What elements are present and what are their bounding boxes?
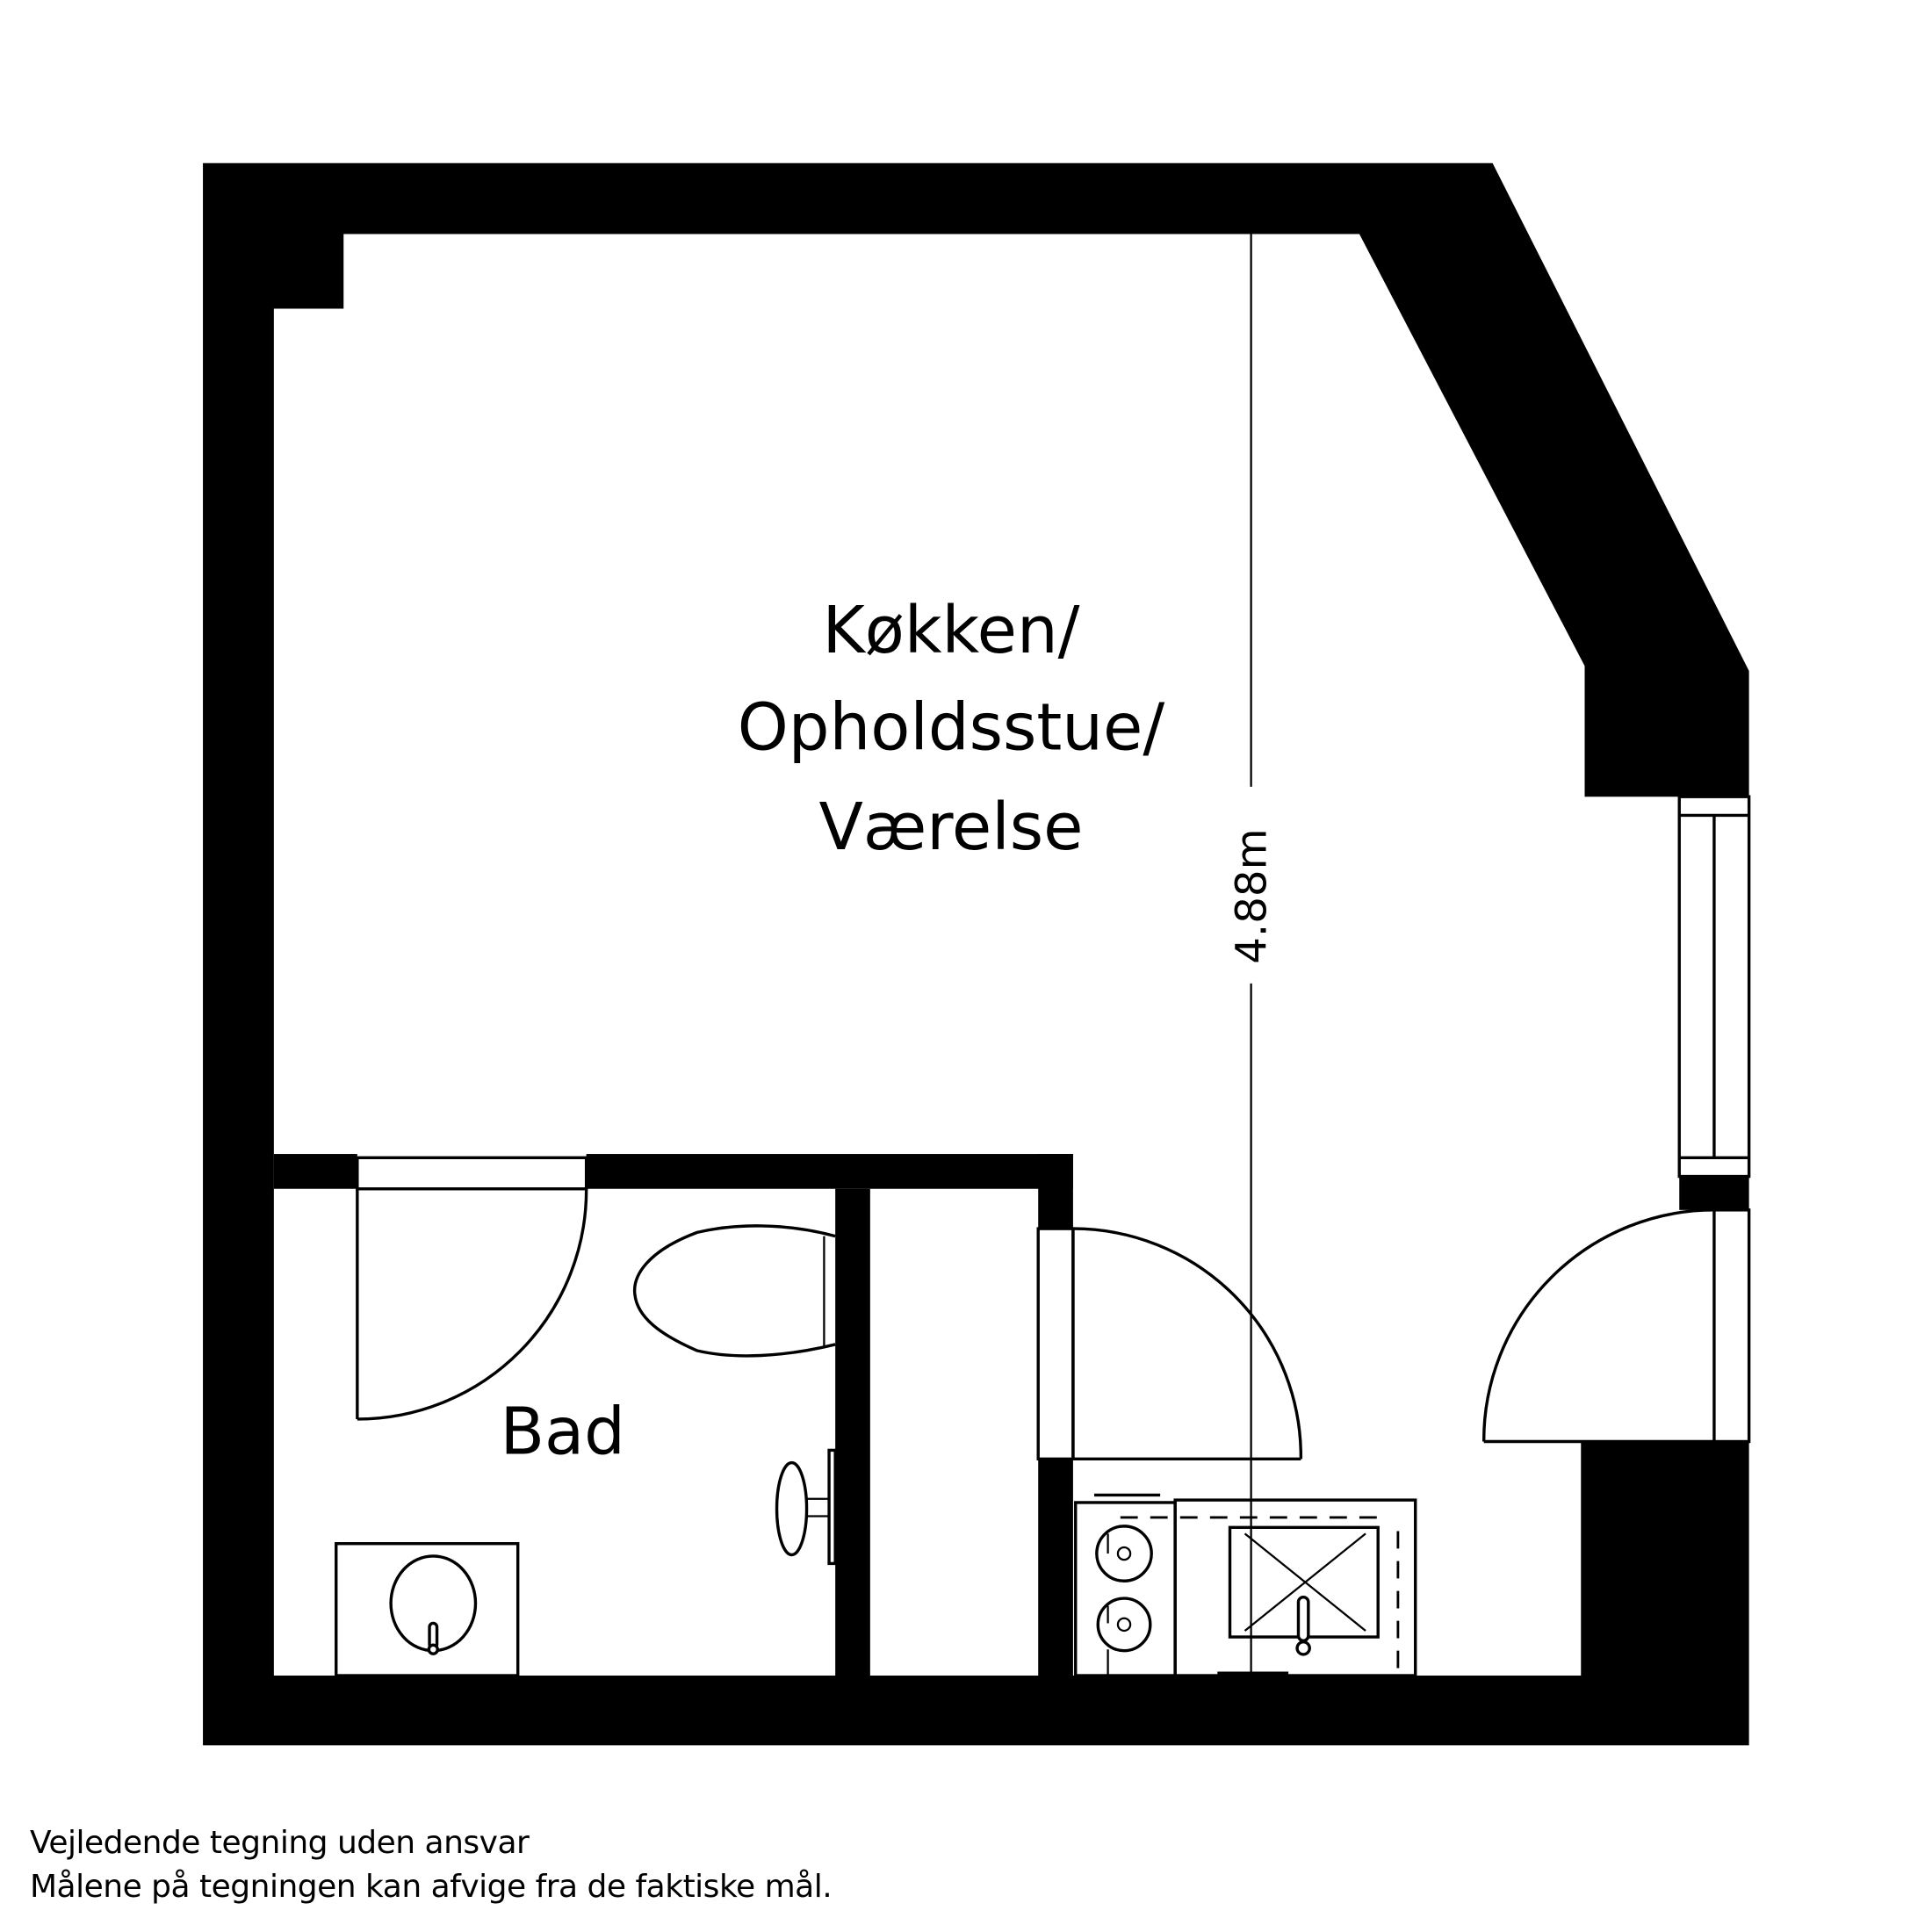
bath-top-wall-right	[586, 1154, 1073, 1189]
entry-door[interactable]	[1481, 1208, 1751, 1444]
window	[1677, 795, 1751, 1179]
disclaimer-line-2: Målene på tegningen kan afvige fra de fa…	[30, 1869, 833, 1905]
dimension-label: 4.88m	[1228, 829, 1277, 964]
bathroom-door[interactable]	[356, 1156, 588, 1421]
room-label-living-line2: Opholdsstue/	[738, 690, 1165, 765]
hall-right-wall-top	[1038, 1154, 1073, 1229]
kitchen-sink-icon	[1120, 1498, 1417, 1677]
room-label-living-line3: Værelse	[818, 790, 1083, 865]
right-wall-segment	[1679, 1176, 1749, 1210]
disclaimer-line-1: Vejledende tegning uden ansvar	[30, 1825, 530, 1861]
dimension-line: 4.88m	[1217, 234, 1289, 1675]
towel-rail-icon	[775, 1448, 837, 1566]
outer-walls	[203, 162, 1749, 1746]
hallway-door[interactable]	[1036, 1227, 1303, 1461]
bath-right-wall	[835, 1188, 870, 1676]
washbasin-icon	[335, 1542, 520, 1677]
hall-right-wall-bottom	[1038, 1459, 1073, 1676]
stove-icon	[1074, 1493, 1177, 1677]
bath-top-wall-left	[273, 1154, 357, 1189]
room-label-living-line1: Køkken/	[822, 594, 1079, 668]
toilet-icon	[632, 1224, 836, 1358]
room-label-bath: Bad	[500, 1395, 625, 1470]
